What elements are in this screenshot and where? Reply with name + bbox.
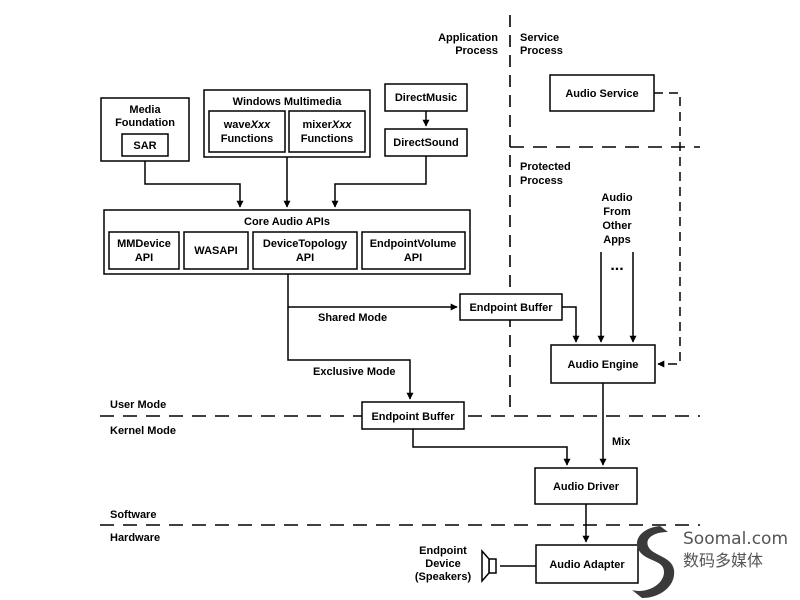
watermark-site: Soomal.com: [683, 529, 788, 549]
wave-functions-box: [208, 110, 286, 153]
other-apps-label-3: Other: [602, 220, 632, 232]
kernel-mode-label: Kernel Mode: [110, 425, 176, 437]
service-process-label-2: Process: [520, 45, 563, 57]
watermark-subtitle: 数码多媒体: [683, 551, 763, 570]
windows-multimedia-box: Windows Multimedia waveXxx Functions mix…: [203, 89, 371, 158]
wasapi-label: WASAPI: [194, 245, 237, 257]
devicetopology-api-box: [252, 231, 358, 270]
protected-process-label-1: Protected: [520, 161, 571, 173]
software-label: Software: [110, 509, 156, 521]
audio-driver-label: Audio Driver: [553, 481, 620, 493]
exclusive-buffer-to-driver-arrow: [412, 429, 571, 466]
media-foundation-title-2: Foundation: [115, 117, 175, 129]
audio-adapter-box: Audio Adapter: [535, 544, 639, 584]
wasapi-box: [183, 231, 249, 270]
audio-driver-box: Audio Driver: [534, 467, 638, 505]
directsound-to-core-arrow: [331, 156, 427, 208]
shared-mode-arrow: [287, 274, 458, 311]
sar-label: SAR: [133, 140, 156, 152]
service-process-label-1: Service: [520, 32, 559, 44]
direct-sound-label: DirectSound: [393, 137, 458, 149]
media-foundation-box: Media Foundation SAR: [100, 97, 190, 162]
endpoint-device-label-1: Endpoint: [419, 545, 467, 557]
wave-functions-label-2: Functions: [221, 133, 274, 145]
wave-functions-label: waveXxx: [223, 119, 271, 131]
audio-service-to-engine-arrow: [654, 92, 681, 368]
devicetopology-api-label-1: DeviceTopology: [263, 238, 348, 250]
other-apps-label-2: From: [603, 206, 631, 218]
devicetopology-api-label-2: API: [296, 252, 314, 264]
endpointvolume-api-label-2: API: [404, 252, 422, 264]
sar-to-core-arrow: [144, 161, 244, 208]
protected-process-label-2: Process: [520, 175, 563, 187]
connectors: [144, 92, 681, 567]
shared-mode-label: Shared Mode: [318, 312, 387, 324]
other-apps-ellipsis: ...: [610, 257, 623, 274]
direct-music-label: DirectMusic: [395, 92, 457, 104]
core-audio-apis-title: Core Audio APIs: [244, 216, 330, 228]
endpoint-device-label-3: (Speakers): [415, 571, 472, 583]
audio-service-label: Audio Service: [565, 88, 638, 100]
direct-sound-box: DirectSound: [384, 128, 468, 157]
direct-music-box: DirectMusic: [384, 83, 468, 112]
soomal-logo-icon: [632, 526, 675, 598]
endpoint-buffer-shared-box: Endpoint Buffer: [459, 293, 563, 321]
mmdevice-api-box: [108, 231, 180, 270]
exclusive-mode-arrow: [287, 307, 414, 400]
mixer-functions-label-2: Functions: [301, 133, 354, 145]
audio-engine-label: Audio Engine: [568, 359, 639, 371]
media-foundation-title-1: Media: [129, 104, 161, 116]
core-audio-apis-box: Core Audio APIs MMDevice API WASAPI Devi…: [103, 209, 471, 275]
exclusive-mode-label: Exclusive Mode: [313, 366, 396, 378]
mix-label: Mix: [612, 436, 631, 448]
hardware-label: Hardware: [110, 532, 160, 544]
mmdevice-api-label-2: API: [135, 252, 153, 264]
other-apps-label-4: Apps: [603, 234, 631, 246]
sar-box: [121, 133, 169, 157]
mmdevice-api-label-1: MMDevice: [117, 238, 171, 250]
endpointvolume-api-box: [361, 231, 466, 270]
speaker-icon: [481, 549, 497, 583]
endpoint-buffer-exclusive-label: Endpoint Buffer: [371, 411, 455, 423]
shared-buffer-to-engine-arrow: [562, 306, 580, 343]
windows-multimedia-title: Windows Multimedia: [233, 96, 343, 108]
endpoint-buffer-exclusive-box: Endpoint Buffer: [361, 401, 465, 430]
user-mode-label: User Mode: [110, 399, 166, 411]
audio-service-box: Audio Service: [549, 74, 655, 112]
endpoint-buffer-shared-label: Endpoint Buffer: [469, 302, 553, 314]
audio-adapter-label: Audio Adapter: [549, 559, 625, 571]
application-process-label-1: Application: [438, 32, 498, 44]
audio-engine-box: Audio Engine: [550, 344, 656, 384]
other-apps-label-1: Audio: [601, 192, 632, 204]
mixer-functions-label: mixerXxx: [303, 119, 353, 131]
mixer-functions-box: [288, 110, 366, 153]
endpointvolume-api-label-1: EndpointVolume: [370, 238, 457, 250]
endpoint-device-label-2: Device: [425, 558, 460, 570]
application-process-label-2: Process: [455, 45, 498, 57]
